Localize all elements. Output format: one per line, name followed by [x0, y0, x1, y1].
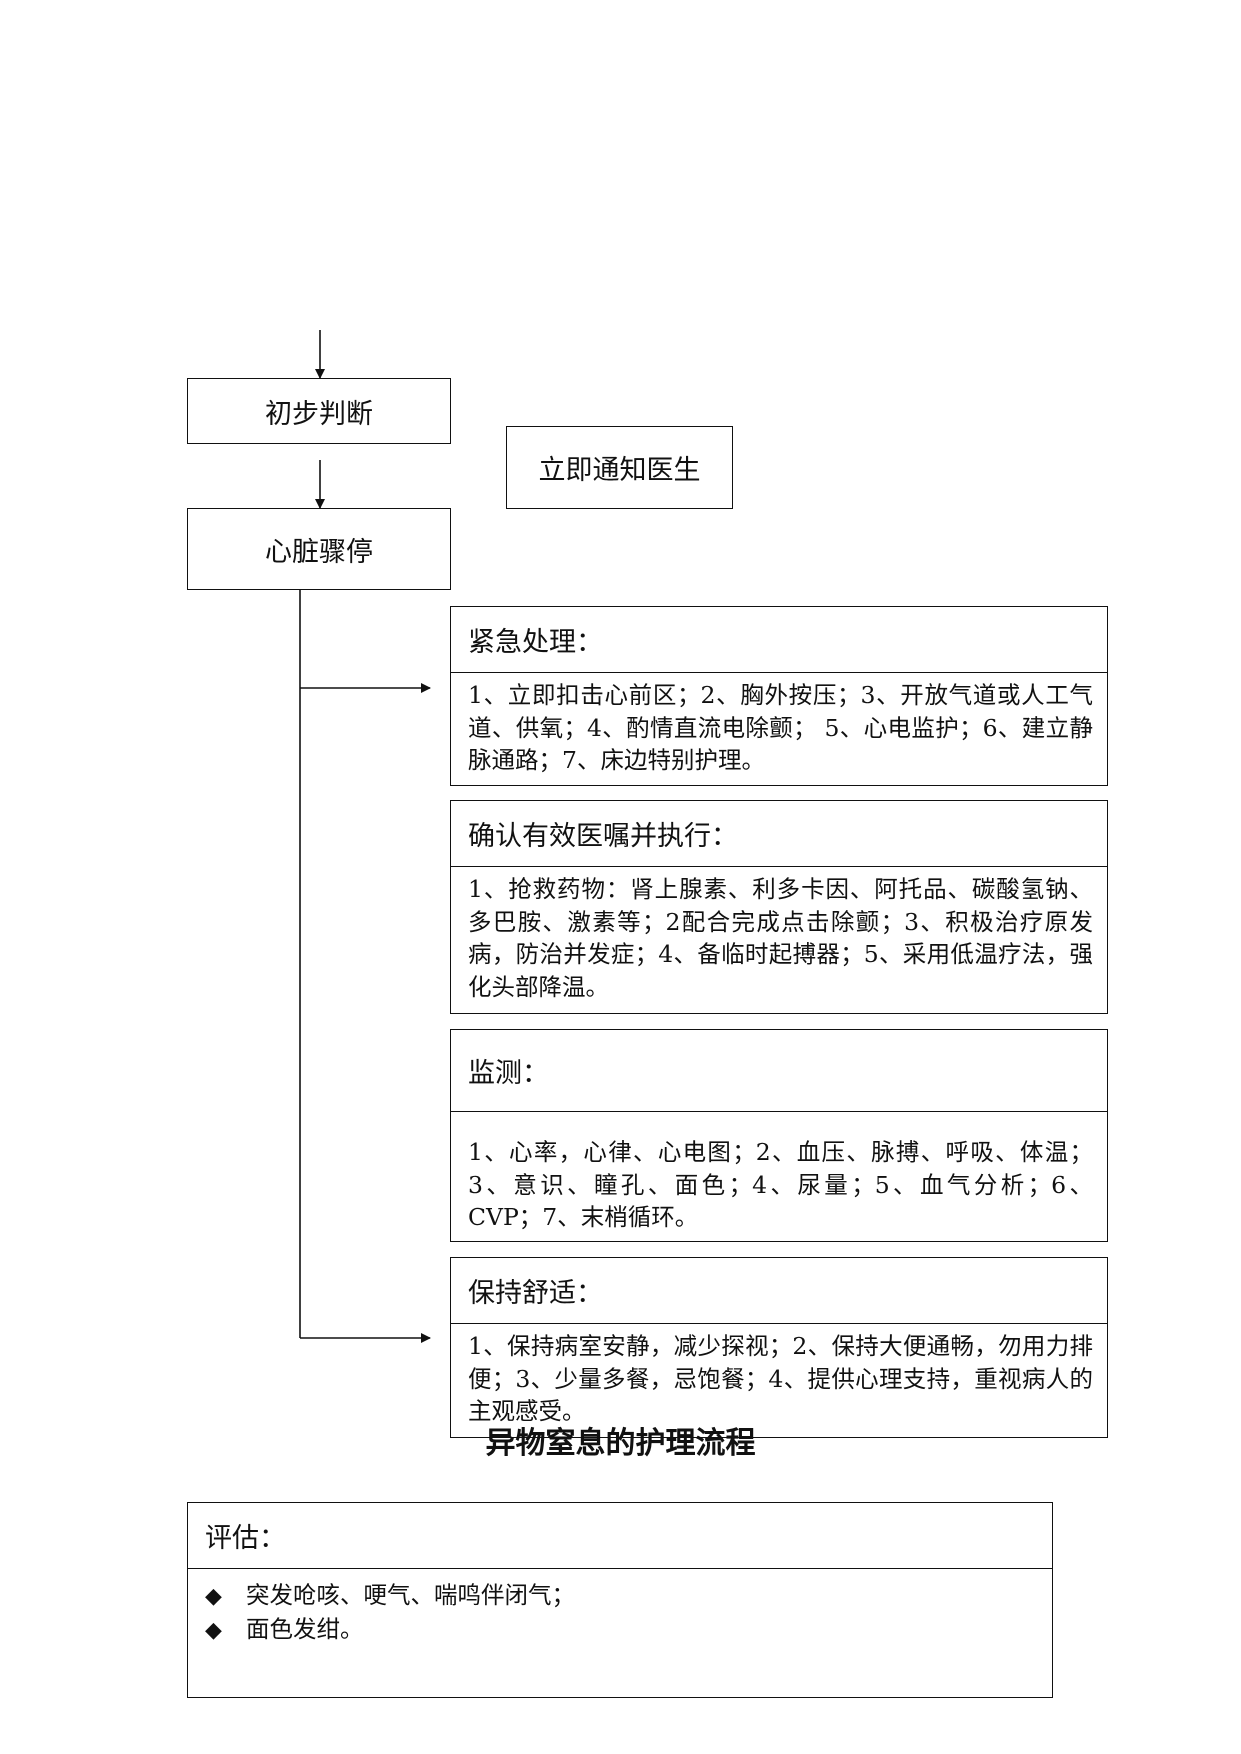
assessment-item-text: 面色发绀。: [246, 1615, 364, 1643]
assessment-heading: 评估：: [188, 1503, 1052, 1569]
cardiac-arrest-box: 心脏骤停: [187, 508, 451, 590]
cardiac-arrest-label: 心脏骤停: [265, 536, 373, 568]
assessment-panel: 评估： ◆ 突发呛咳、哽气、喘鸣伴闭气； ◆ 面色发绀。: [187, 1502, 1053, 1698]
diamond-bullet-icon: ◆: [205, 1584, 222, 1609]
initial-judgment-label: 初步判断: [265, 398, 373, 430]
assessment-item: ◆ 突发呛咳、哽气、喘鸣伴闭气；: [205, 1579, 1052, 1613]
diamond-bullet-icon: ◆: [205, 1618, 222, 1643]
monitoring-body: 1、心率，心律、心电图；2、血压、脉搏、呼吸、体温；3、意识、瞳孔、面色；4、尿…: [468, 1138, 1093, 1231]
comfort-panel: 保持舒适： 1、保持病室安静，减少探视；2、保持大便通畅，勿用力排便；3、少量多…: [450, 1257, 1108, 1438]
comfort-body: 1、保持病室安静，减少探视；2、保持大便通畅，勿用力排便；3、少量多餐，忌饱餐；…: [468, 1332, 1093, 1425]
orders-heading: 确认有效医嘱并执行：: [451, 801, 1107, 867]
emergency-panel: 紧急处理： 1、立即扣击心前区；2、胸外按压；3、开放气道或人工气道、供氧；4、…: [450, 606, 1108, 786]
orders-panel: 确认有效医嘱并执行： 1、抢救药物：肾上腺素、利多卡因、阿托品、碳酸氢钠、多巴胺…: [450, 800, 1108, 1014]
section-title: 异物窒息的护理流程: [485, 1426, 756, 1461]
assessment-item-text: 突发呛咳、哽气、喘鸣伴闭气；: [246, 1581, 575, 1609]
emergency-body: 1、立即扣击心前区；2、胸外按压；3、开放气道或人工气道、供氧；4、酌情直流电除…: [468, 681, 1093, 774]
monitoring-heading: 监测：: [451, 1030, 1107, 1112]
assessment-item: ◆ 面色发绀。: [205, 1613, 1052, 1647]
notify-doctor-label: 立即通知医生: [538, 455, 701, 486]
orders-body: 1、抢救药物：肾上腺素、利多卡因、阿托品、碳酸氢钠、多巴胺、激素等；2配合完成点…: [468, 875, 1093, 1001]
comfort-heading: 保持舒适：: [451, 1258, 1107, 1324]
initial-judgment-box: 初步判断: [187, 378, 451, 444]
emergency-heading: 紧急处理：: [451, 607, 1107, 673]
notify-doctor-box: 立即通知医生: [506, 426, 733, 509]
monitoring-panel: 监测： 1、心率，心律、心电图；2、血压、脉搏、呼吸、体温；3、意识、瞳孔、面色…: [450, 1029, 1108, 1242]
assessment-list: ◆ 突发呛咳、哽气、喘鸣伴闭气； ◆ 面色发绀。: [188, 1569, 1052, 1647]
